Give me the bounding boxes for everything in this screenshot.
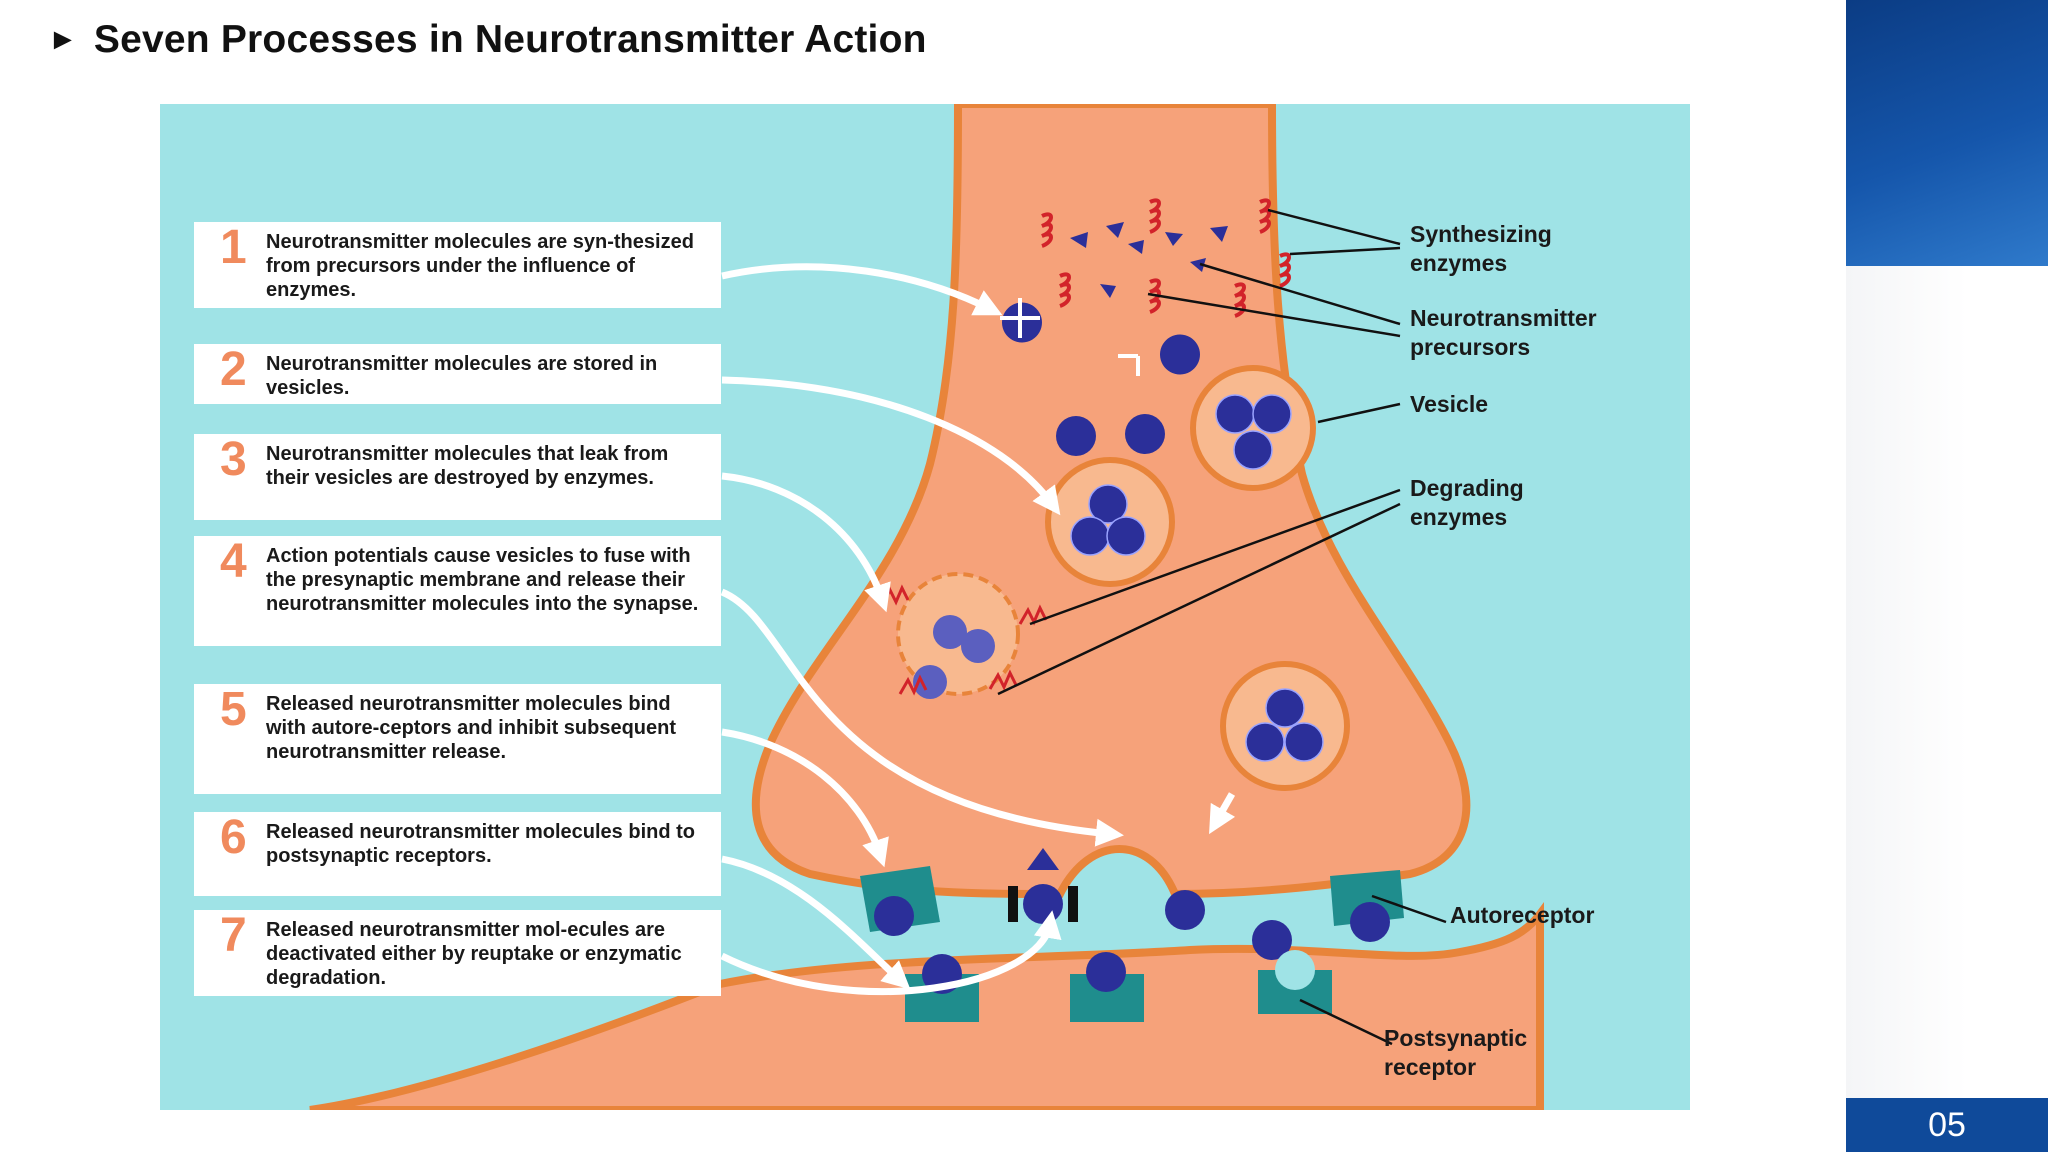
label-vesicle: Vesicle	[1410, 391, 1489, 417]
label-postsynaptic-receptor: Postsynaptic receptor	[1384, 1025, 1528, 1080]
step-number: 5	[220, 683, 247, 736]
step-arrows	[720, 263, 1236, 995]
autoreceptors	[860, 866, 1404, 942]
label-autoreceptor: Autoreceptor	[1450, 902, 1595, 928]
step-box-6: 6 Released neurotransmitter molecules bi…	[194, 812, 721, 896]
sidebar-footer	[1846, 1098, 2048, 1152]
step-box-1: 1 Neurotransmitter molecules are syn-the…	[194, 222, 721, 308]
step-number: 6	[220, 811, 247, 864]
play-triangle-icon: ►	[48, 23, 78, 56]
cleft-molecules	[1165, 890, 1292, 960]
neurotransmitter-precursors	[1002, 222, 1228, 375]
label-synthesizing-enzymes: Synthesizing enzymes	[1410, 221, 1552, 276]
step-box-3: 3 Neurotransmitter molecules that leak f…	[194, 434, 721, 520]
label-degrading-enzymes: Degrading enzymes	[1410, 475, 1524, 530]
step-text: Neurotransmitter molecules are syn-thesi…	[266, 231, 694, 301]
step-text: Neurotransmitter molecules are stored in…	[266, 353, 658, 399]
sidebar-panel	[1846, 266, 2048, 1098]
step-box-7: 7 Released neurotransmitter mol-ecules a…	[194, 910, 721, 996]
step-text: Released neurotransmitter molecules bind…	[266, 821, 695, 867]
slide-title: ► Seven Processes in Neurotransmitter Act…	[48, 18, 927, 62]
step-number: 2	[220, 343, 247, 396]
vesicle-molecules	[1070, 394, 1324, 762]
step-box-2: 2 Neurotransmitter molecules are stored …	[194, 344, 721, 404]
precursor-divisions	[1000, 298, 1140, 376]
step-number: 3	[220, 433, 247, 486]
step-text: Action potentials cause vesicles to fuse…	[266, 545, 699, 615]
slide-title-text: Seven Processes in Neurotransmitter Acti…	[93, 18, 927, 61]
free-neurotransmitter-molecules	[1056, 414, 1165, 456]
step-number: 7	[220, 909, 247, 962]
label-leader-lines	[997, 208, 1447, 1046]
step-box-5: 5 Released neurotransmitter molecules bi…	[194, 684, 721, 794]
step-number: 4	[220, 535, 247, 588]
step-text: Released neurotransmitter molecules bind…	[266, 693, 677, 763]
step-box-4: 4 Action potentials cause vesicles to fu…	[194, 536, 721, 646]
sidebar-accent-top	[1846, 0, 2048, 266]
step-text: Released neurotransmitter mol-ecules are…	[266, 919, 682, 989]
leaking-vesicle	[880, 572, 1048, 699]
step-text: Neurotransmitter molecules that leak fro…	[266, 443, 669, 489]
synthesizing-enzymes	[1041, 198, 1291, 318]
label-neurotransmitter-precursors: Neurotransmitter precursors	[1410, 305, 1597, 360]
step-number: 1	[220, 221, 247, 274]
page-number: 05	[1928, 1106, 1966, 1144]
